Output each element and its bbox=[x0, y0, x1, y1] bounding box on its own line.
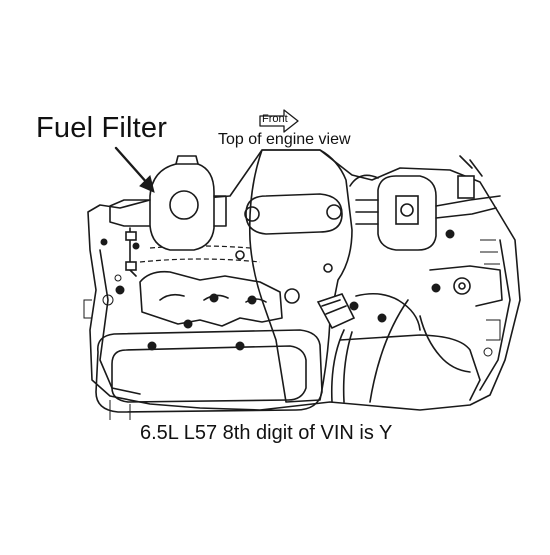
front-arrow-icon bbox=[259, 109, 299, 133]
controller-module bbox=[316, 293, 356, 330]
top-view-label: Top of engine view bbox=[218, 131, 351, 148]
front-label: Front bbox=[262, 113, 288, 125]
hoses bbox=[330, 292, 471, 403]
exhaust-manifold bbox=[139, 245, 283, 327]
front-cover bbox=[235, 149, 353, 403]
vin-caption: 6.5L L57 8th digit of VIN is Y bbox=[140, 422, 393, 444]
bolts bbox=[100, 229, 455, 351]
injection-pump bbox=[349, 155, 503, 307]
pointer-arrow bbox=[114, 146, 155, 193]
block-details bbox=[83, 239, 501, 420]
fuel-filter-housing bbox=[109, 155, 227, 277]
fuel-filter-label: Fuel Filter bbox=[36, 112, 168, 144]
